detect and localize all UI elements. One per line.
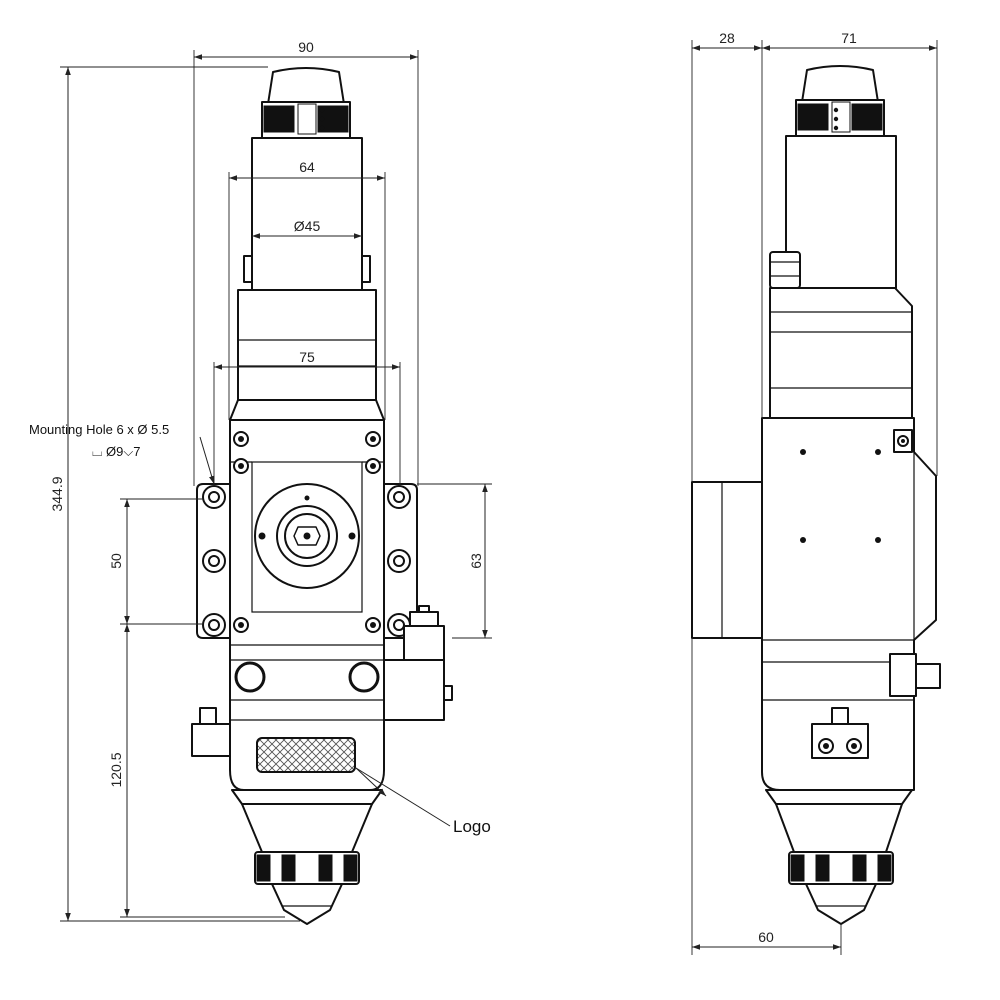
side-top-connector <box>795 65 885 137</box>
mounting-hole-label: Mounting Hole 6 x Ø 5.5 <box>29 422 169 437</box>
front-mounting-flange-left <box>196 483 233 639</box>
front-dimensions <box>60 50 492 922</box>
dim-lower-height: 120.5 <box>108 752 124 787</box>
dim-hole-spacing: 50 <box>108 553 124 569</box>
dim-side-bottom: 60 <box>758 929 774 945</box>
front-main-body <box>229 419 385 791</box>
front-right-clip <box>361 255 371 283</box>
side-upper-cylinder <box>785 135 897 289</box>
logo-label: Logo <box>453 817 491 836</box>
dim-overall-width: 90 <box>298 39 314 55</box>
dim-body-width: 75 <box>299 349 315 365</box>
side-nozzle <box>765 789 913 925</box>
dim-bore-diameter: Ø45 <box>294 218 321 234</box>
front-nozzle <box>231 789 383 925</box>
dim-flange-height: 63 <box>468 553 484 569</box>
dim-overall-height: 344.9 <box>49 476 65 511</box>
dim-side-offset: 28 <box>719 30 735 46</box>
front-top-connector <box>261 67 351 139</box>
front-left-clip <box>243 255 253 283</box>
side-view: 28 71 60 <box>691 30 941 955</box>
side-fitting-small <box>769 251 801 289</box>
side-flange-plate <box>691 481 763 639</box>
side-collimator-section <box>769 287 913 419</box>
dim-upper-width: 64 <box>299 159 315 175</box>
front-view: 90 64 Ø45 75 344.9 50 120.5 63 Mounting … <box>29 39 492 925</box>
side-dimensions <box>691 40 938 955</box>
front-side-fittings <box>191 605 453 757</box>
front-collimator-section <box>229 289 385 421</box>
counterbore-label: ⌴ Ø9⌵7 <box>92 444 140 459</box>
side-fittings <box>811 653 941 759</box>
front-upper-cylinder <box>251 137 363 291</box>
dim-side-width: 71 <box>841 30 857 46</box>
